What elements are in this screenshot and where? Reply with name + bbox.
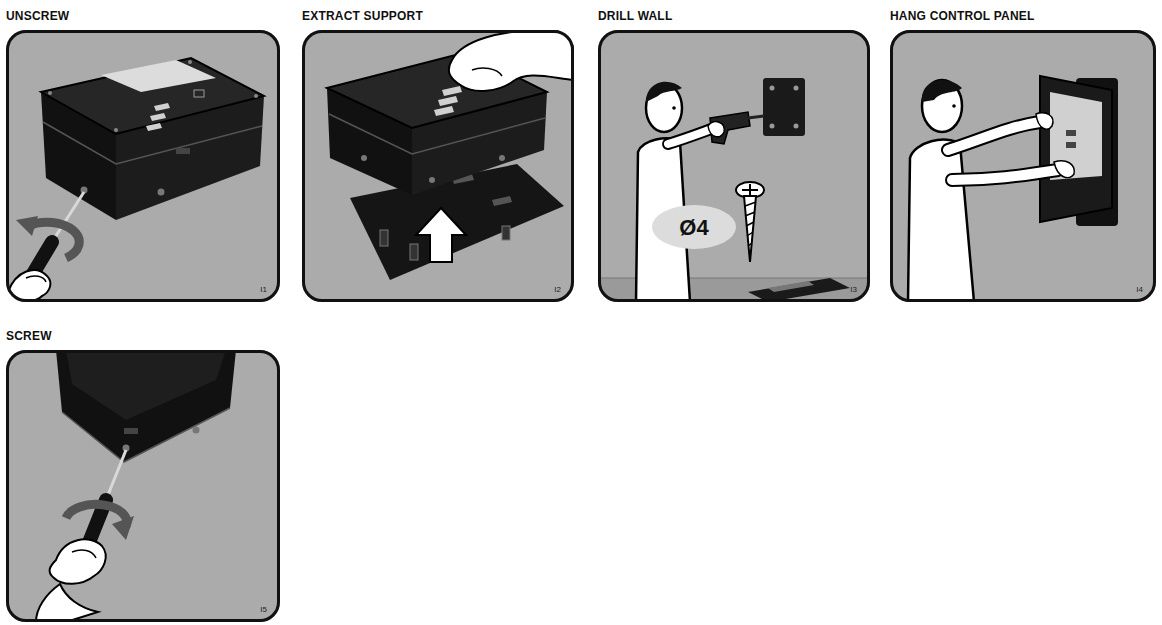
panel-number: I2 — [554, 285, 561, 294]
step-heading: HANG CONTROL PANEL — [890, 8, 1156, 28]
drill-wall-illustration — [598, 30, 870, 302]
step-panel: SCREW I5 — [6, 328, 280, 622]
panel-border: I3 — [598, 30, 870, 302]
panel-border: I1 — [6, 30, 280, 302]
screw-illustration — [6, 350, 280, 622]
unscrew-illustration — [6, 30, 280, 302]
extract-support-illustration — [302, 30, 574, 302]
step-panel: EXTRACT SUPPORT I2 — [302, 8, 574, 302]
screw-diameter: Ø4 — [679, 215, 708, 240]
panel-number: I3 — [850, 285, 857, 294]
step-panel: UNSCREW I1 — [6, 8, 280, 302]
hang-panel-illustration — [890, 30, 1156, 302]
panel-border: I5 — [6, 350, 280, 622]
step-heading: SCREW — [6, 328, 280, 348]
panel-border: I4 — [890, 30, 1156, 302]
step-heading: EXTRACT SUPPORT — [302, 8, 574, 28]
panel-number: I4 — [1136, 285, 1143, 294]
panel-number: I5 — [260, 605, 267, 614]
panel-border: I2 — [302, 30, 574, 302]
step-panel: DRILL WALL I3 — [598, 8, 870, 302]
step-heading: UNSCREW — [6, 8, 280, 28]
step-heading: DRILL WALL — [598, 8, 870, 28]
step-panel: HANG CONTROL PANEL I4 — [890, 8, 1156, 302]
panel-number: I1 — [260, 285, 267, 294]
